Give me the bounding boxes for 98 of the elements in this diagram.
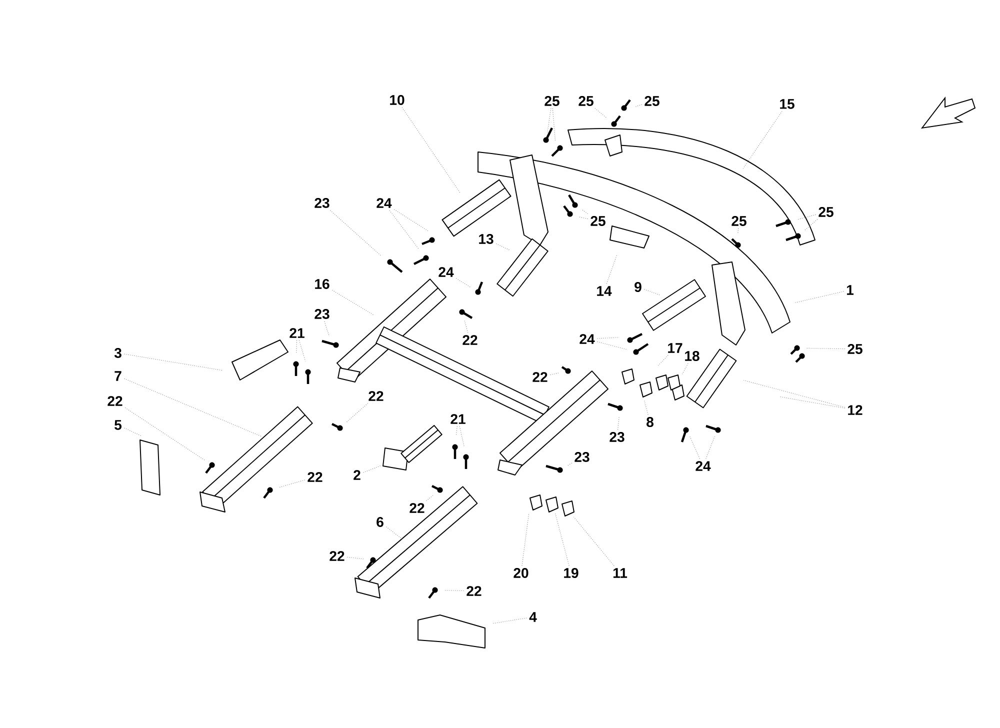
leader-line [444, 590, 464, 592]
callout-number: 17 [668, 343, 682, 353]
leader-line [124, 378, 262, 437]
leader-line [522, 514, 530, 566]
callout-number: 1 [846, 285, 854, 295]
leader-line [496, 244, 510, 250]
leader-line [456, 278, 471, 288]
leader-line [778, 396, 846, 408]
leader-line [332, 290, 375, 316]
callout-number: 24 [696, 461, 711, 471]
leader-line [568, 462, 572, 466]
callout-number: 22 [532, 372, 548, 382]
leader-line [386, 526, 404, 540]
leader-line [124, 407, 205, 460]
callout-number: 25 [818, 207, 834, 217]
callout-number: 25 [578, 96, 594, 106]
leader-line [594, 108, 608, 119]
leader-line [806, 348, 846, 350]
callout-number: 25 [644, 96, 660, 106]
callout-number: 25 [848, 344, 862, 354]
leader-line [743, 380, 846, 408]
leader-line [389, 210, 419, 250]
callout-number: 22 [330, 551, 344, 561]
callout-number: 2 [354, 470, 360, 480]
leader-line [796, 214, 816, 220]
leader-line [618, 416, 620, 430]
leader-line [346, 556, 364, 560]
leader-line [689, 436, 700, 459]
callout-number: 22 [410, 503, 424, 513]
leader-line [547, 108, 552, 134]
callout-number: 16 [315, 279, 330, 289]
callout-number: 23 [574, 452, 590, 462]
callout-number: 21 [450, 414, 466, 424]
leader-line [596, 341, 628, 350]
leader-line [363, 465, 382, 473]
leader-line [573, 516, 614, 566]
callout-number: 13 [479, 234, 494, 244]
leader-line [346, 403, 368, 422]
leader-line [804, 219, 818, 230]
callout-number: 23 [314, 198, 330, 208]
leader-line [596, 337, 620, 339]
callout-number: 22 [462, 335, 478, 345]
leader-line [578, 216, 588, 220]
leader-line [124, 354, 224, 371]
leader-line [394, 209, 429, 232]
callout-number: 4 [529, 612, 537, 622]
leader-line [658, 354, 668, 366]
callout-number: 7 [114, 371, 122, 381]
callout-number: 19 [564, 568, 578, 578]
callout-number: 15 [780, 99, 794, 109]
leader-line [555, 513, 570, 566]
leader-line [682, 363, 688, 374]
leader-line [552, 108, 556, 142]
leader-line [459, 426, 464, 446]
callout-number: 9 [634, 282, 642, 292]
callout-number: 24 [580, 334, 595, 344]
leader-line [464, 320, 468, 333]
leader-line [426, 495, 434, 501]
callout-number: 5 [114, 420, 122, 430]
leader-line [124, 428, 142, 436]
callout-number: 12 [848, 405, 862, 415]
callout-number: 21 [290, 328, 304, 338]
leader-line [794, 291, 844, 304]
leader-line [324, 321, 330, 337]
callout-number: 24 [438, 267, 454, 277]
callout-number: 22 [466, 586, 482, 596]
leader-line [644, 289, 660, 296]
leader-line [278, 480, 306, 488]
leader-line [742, 111, 782, 169]
leader-line [402, 107, 460, 193]
leader-line [581, 208, 588, 214]
callout-number: 25 [590, 216, 606, 226]
leader-line [644, 400, 648, 415]
callout-number: 22 [368, 391, 384, 401]
leader-line [606, 254, 618, 284]
callout-number: 20 [514, 568, 528, 578]
callout-number: 22 [108, 396, 122, 406]
leader-line [298, 340, 306, 362]
callout-number: 10 [390, 95, 404, 105]
leader-line [706, 436, 715, 459]
callout-number: 14 [597, 286, 612, 296]
callout-number: 18 [685, 351, 700, 361]
callout-number: 25 [544, 96, 560, 106]
callout-number: 24 [376, 198, 392, 208]
leader-line [330, 210, 382, 256]
leader-line [738, 228, 739, 234]
callout-number: 25 [732, 216, 746, 226]
callout-number: 8 [646, 417, 654, 427]
callout-number: 22 [308, 472, 322, 482]
leader-line [550, 372, 560, 376]
leader-line [456, 426, 458, 436]
callout-number: 11 [613, 568, 628, 578]
callout-number: 23 [314, 309, 330, 319]
callout-number: 3 [114, 348, 122, 358]
callout-number: 6 [376, 517, 384, 527]
leader-line [492, 618, 527, 624]
leader-line [296, 340, 298, 354]
callout-number: 23 [610, 432, 624, 442]
